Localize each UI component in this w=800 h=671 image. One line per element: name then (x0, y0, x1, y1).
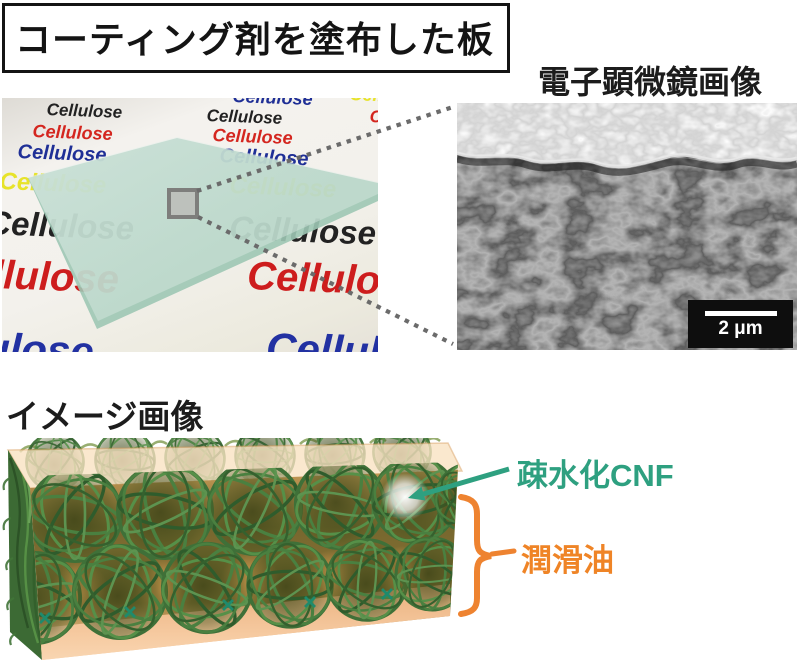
title-box: コーティング剤を塗布した板 (2, 3, 510, 73)
scale-bar-line (705, 311, 777, 316)
left-edge-fringe (2, 477, 17, 646)
coated-plate-photo: Cellulose Cellulose Cellulose Cellulose … (2, 98, 378, 352)
concept-image-label: イメージ画像 (6, 398, 204, 435)
arrow-highlight-glow (381, 473, 429, 521)
cnf-callout-label: 疎水化CNF (517, 458, 674, 493)
printed-word: Cellulose (2, 321, 95, 352)
printed-word: Cellulose (265, 324, 378, 352)
printed-word: Cellulose (246, 254, 378, 305)
printed-word: Cellulose (349, 98, 378, 107)
fiber-cross-marks (39, 588, 393, 624)
cnf-oil-illustration (2, 438, 464, 660)
printed-word: Cellulose (46, 100, 123, 122)
oil-callout-label: 潤滑油 (521, 543, 614, 578)
cnf-balls-front (30, 462, 458, 660)
page-title: コーティング剤を塗布した板 (15, 19, 494, 60)
printed-word: Cellulose (32, 121, 114, 145)
printed-word: Cellulose (206, 106, 283, 128)
magnified-region-marker (167, 188, 199, 219)
scale-bar-label: 2 μm (718, 318, 763, 339)
sem-micrograph: 2 μm (455, 103, 799, 350)
printed-word: Cellulose (212, 125, 294, 149)
sem-image-label: 電子顕微鏡画像 (537, 64, 762, 100)
sem-texture (455, 103, 799, 350)
scale-bar: 2 μm (688, 300, 793, 348)
printed-word: Cellulose (369, 107, 378, 129)
